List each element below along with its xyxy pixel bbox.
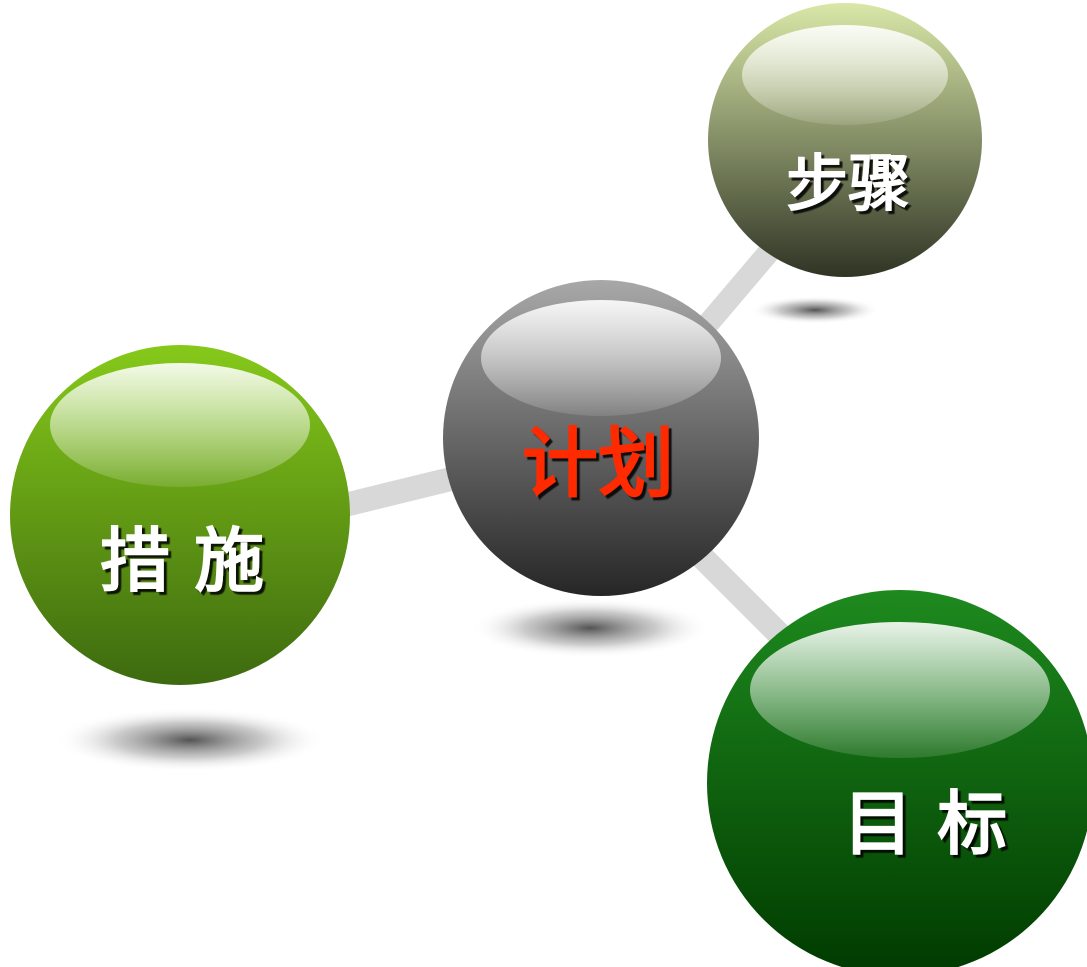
node-bottom-right: 目 标 bbox=[707, 590, 1087, 967]
node-left: 措 施 bbox=[10, 345, 350, 685]
connector-left bbox=[342, 466, 458, 517]
node-top-right: 步骤 bbox=[708, 3, 982, 277]
node-label-top-right: 步骤 bbox=[786, 147, 910, 220]
gloss-center bbox=[481, 300, 721, 416]
gloss-top-right bbox=[742, 25, 948, 125]
node-center: 计划 bbox=[443, 280, 759, 596]
gloss-bottom-right bbox=[750, 622, 1050, 758]
node-label-left: 措 施 bbox=[100, 520, 264, 602]
connector-bottom-right bbox=[691, 546, 799, 654]
node-label-bottom-right: 目 标 bbox=[843, 783, 1007, 865]
shadow-center bbox=[470, 598, 710, 658]
gloss-left bbox=[50, 363, 310, 487]
shadow-top-right bbox=[750, 296, 880, 324]
shadow-left bbox=[55, 708, 325, 772]
node-label-center: 计划 bbox=[522, 419, 674, 508]
